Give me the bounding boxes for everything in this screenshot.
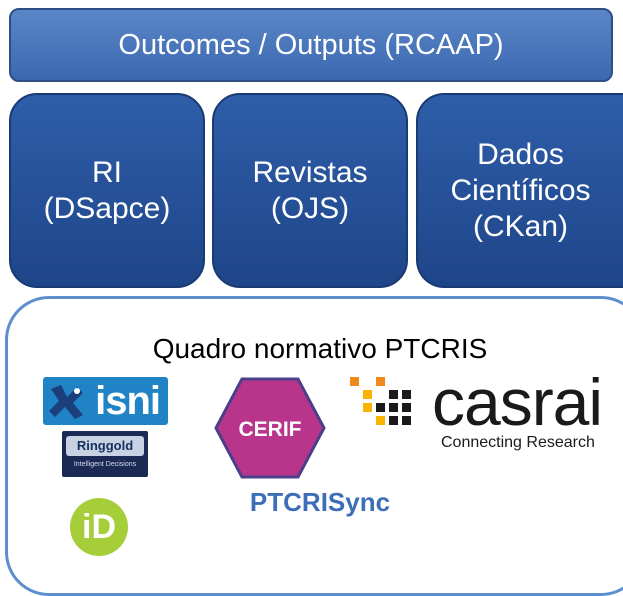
repository-box-dados: Dados Científicos (CKan): [416, 93, 623, 288]
orcid-icon: iD: [70, 498, 128, 556]
isni-logo-text: isni: [95, 378, 161, 423]
ringgold-tagline: Intelligent Decisions: [73, 461, 137, 468]
ringgold-logo-text: Ringgold: [66, 436, 144, 456]
isni-mark-icon: [49, 385, 83, 419]
revistas-platform: (OJS): [270, 191, 350, 225]
casrai-tagline: Connecting Research: [441, 434, 595, 451]
orcid-icon-text: iD: [82, 508, 116, 546]
dados-platform: (CKan): [472, 209, 569, 243]
cerif-hexagon-icon: CERIF: [214, 377, 326, 479]
dados-title-line2: Científicos: [450, 173, 591, 207]
ri-platform: (DSapce): [43, 191, 171, 225]
ringgold-logo: Ringgold Intelligent Decisions: [62, 431, 148, 477]
casrai-dots-icon: [350, 377, 411, 425]
ptcrisync-label: PTCRISync: [249, 487, 391, 517]
cerif-label: CERIF: [239, 418, 302, 441]
casrai-logo-text: casrai: [432, 365, 603, 439]
isni-logo: isni: [43, 377, 168, 425]
outcomes-header: Outcomes / Outputs (RCAAP): [9, 8, 613, 82]
repository-box-revistas: Revistas (OJS): [212, 93, 408, 288]
outcomes-header-label: Outcomes / Outputs (RCAAP): [118, 28, 504, 61]
framework-title: Quadro normativo PTCRIS: [152, 333, 488, 364]
revistas-title: Revistas: [252, 155, 368, 189]
dados-title-line1: Dados: [477, 137, 564, 171]
ri-title: RI: [92, 155, 122, 189]
repository-box-ri: RI (DSapce): [9, 93, 205, 288]
